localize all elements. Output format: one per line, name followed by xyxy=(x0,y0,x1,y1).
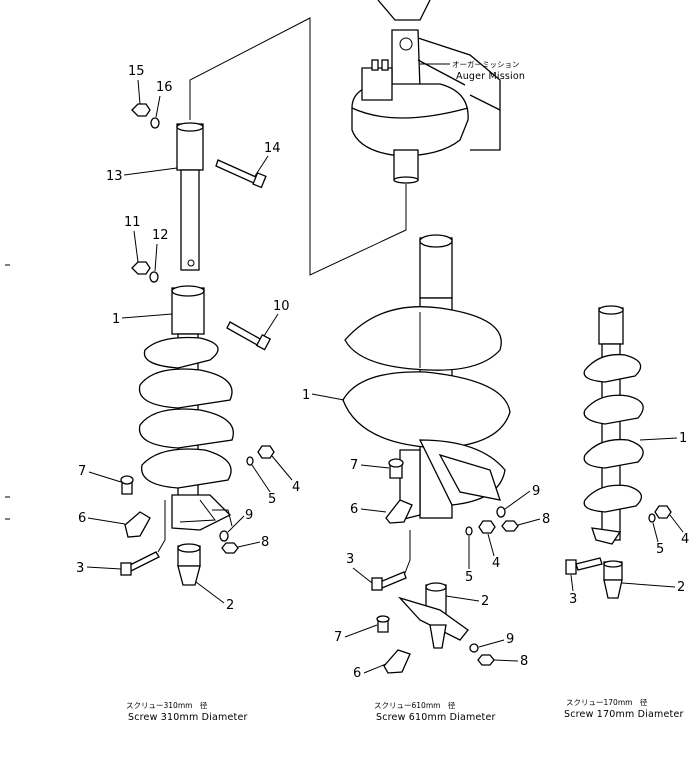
callout-left-11: 11 xyxy=(124,215,141,230)
margin-ticks xyxy=(5,264,10,520)
callout-center-6: 6 xyxy=(350,502,358,517)
left-assembly xyxy=(120,103,275,586)
callout-center-7-lower: 7 xyxy=(334,630,342,645)
callout-left-4: 4 xyxy=(292,480,300,495)
auger-mission-label-jp: オーガーミッション xyxy=(452,59,520,69)
callout-center-4: 4 xyxy=(492,556,500,571)
callout-left-9: 9 xyxy=(245,508,253,523)
callout-left-16: 16 xyxy=(156,80,173,95)
caption-right-jp: スクリュー170mm 径 xyxy=(566,697,648,707)
left-callouts: 15 16 13 14 11 12 1 10 7 5 4 6 9 8 3 2 xyxy=(76,64,300,613)
caption-left-jp: スクリュー310mm 径 xyxy=(126,700,208,710)
callout-center-9: 9 xyxy=(532,484,540,499)
right-callouts: 1 5 4 3 2 xyxy=(569,431,689,607)
auger-mission-label-en: Auger Mission xyxy=(456,71,525,82)
center-assembly xyxy=(342,234,519,674)
callout-right-4: 4 xyxy=(681,532,689,547)
callout-center-9-lower: 9 xyxy=(506,632,514,647)
auger-mission-drawing: オーガーミッション Auger Mission xyxy=(351,0,525,184)
caption-left-en: Screw 310mm Diameter xyxy=(128,712,248,723)
callout-left-10: 10 xyxy=(273,299,290,314)
caption-center-jp: スクリュー610mm 径 xyxy=(374,700,456,710)
caption-center-en: Screw 610mm Diameter xyxy=(376,712,496,723)
caption-right-en: Screw 170mm Diameter xyxy=(564,709,684,720)
callout-right-5: 5 xyxy=(656,542,664,557)
callout-left-6: 6 xyxy=(78,511,86,526)
callout-left-8: 8 xyxy=(261,535,269,550)
callout-right-2: 2 xyxy=(677,580,685,595)
callout-center-2: 2 xyxy=(481,594,489,609)
mission-connector-line xyxy=(189,17,407,276)
callout-center-7: 7 xyxy=(350,458,358,473)
callout-left-15: 15 xyxy=(128,64,145,79)
callout-right-3: 3 xyxy=(569,592,577,607)
right-assembly xyxy=(565,305,672,599)
callout-left-13: 13 xyxy=(106,169,123,184)
callout-left-12: 12 xyxy=(152,228,169,243)
callout-center-5: 5 xyxy=(465,570,473,585)
callout-left-5: 5 xyxy=(268,492,276,507)
callout-left-14: 14 xyxy=(264,141,281,156)
callout-center-8-lower: 8 xyxy=(520,654,528,669)
callout-left-2: 2 xyxy=(226,598,234,613)
callout-center-8: 8 xyxy=(542,512,550,527)
callout-center-3: 3 xyxy=(346,552,354,567)
callout-left-7: 7 xyxy=(78,464,86,479)
callout-center-6-lower: 6 xyxy=(353,666,361,681)
callout-left-1: 1 xyxy=(112,312,120,327)
callout-left-3: 3 xyxy=(76,561,84,576)
callout-right-1: 1 xyxy=(679,431,687,446)
center-callouts: 1 7 9 6 8 5 4 3 2 7 9 6 8 xyxy=(302,388,550,681)
captions: スクリュー310mm 径 Screw 310mm Diameter スクリュー6… xyxy=(126,697,684,723)
callout-center-1: 1 xyxy=(302,388,310,403)
